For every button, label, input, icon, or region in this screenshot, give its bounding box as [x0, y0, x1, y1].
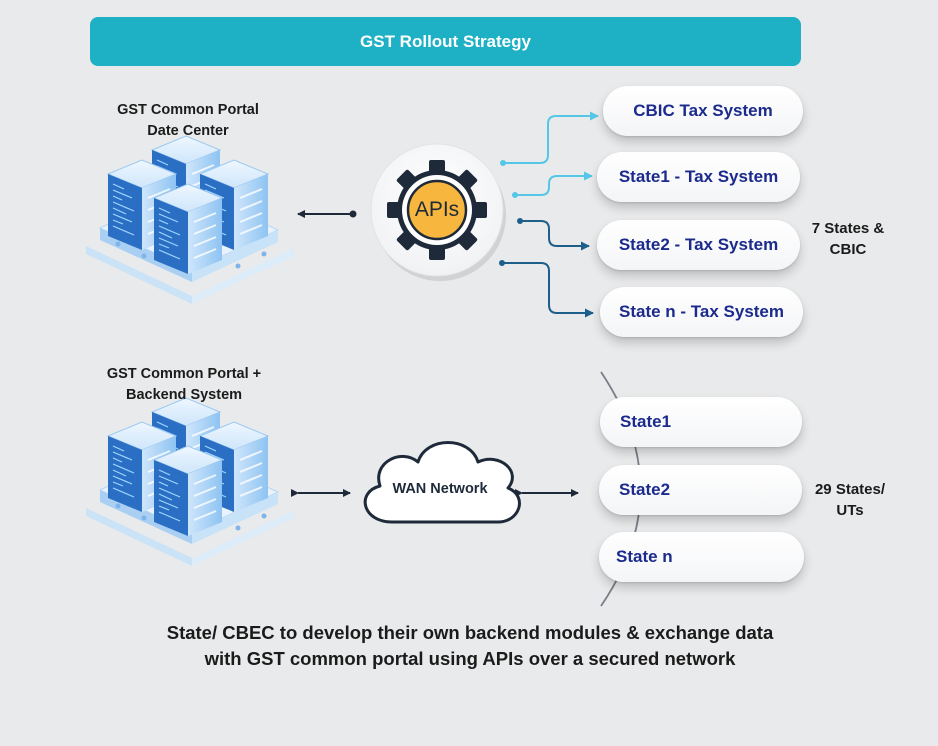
- bottom-server-label: GST Common Portal + Backend System: [106, 366, 262, 403]
- server-cluster-bottom: [86, 398, 294, 566]
- state-pill-2: State2: [599, 465, 802, 515]
- gear-icon: [387, 160, 487, 260]
- top-side-note: 7 States & CBIC: [811, 220, 885, 258]
- top-server-label: GST Common Portal Date Center: [117, 102, 259, 139]
- api-system-connectors: [499, 111, 599, 318]
- system-pill-state2: State2 - Tax System: [597, 220, 800, 270]
- system-pill-state1: State1 - Tax System: [597, 152, 800, 202]
- system-pill-cbic: CBIC Tax System: [603, 86, 803, 136]
- title-banner: GST Rollout Strategy: [90, 17, 801, 66]
- system-pill-state-n: State n - Tax System: [600, 287, 803, 337]
- state-pill-1: State1: [600, 397, 802, 447]
- wan-network-label: WAN Network: [392, 481, 488, 497]
- api-hub: [370, 143, 506, 281]
- server-cluster-top: [86, 136, 294, 304]
- state-pill-n: State n: [599, 532, 804, 582]
- server-api-connector: [297, 210, 357, 218]
- cloud-icon: [363, 441, 521, 524]
- bottom-side-note: 29 States/ UTs: [814, 481, 886, 519]
- footer-caption: State/ CBEC to develop their own backend…: [166, 622, 774, 669]
- api-hub-label: APIs: [414, 198, 460, 221]
